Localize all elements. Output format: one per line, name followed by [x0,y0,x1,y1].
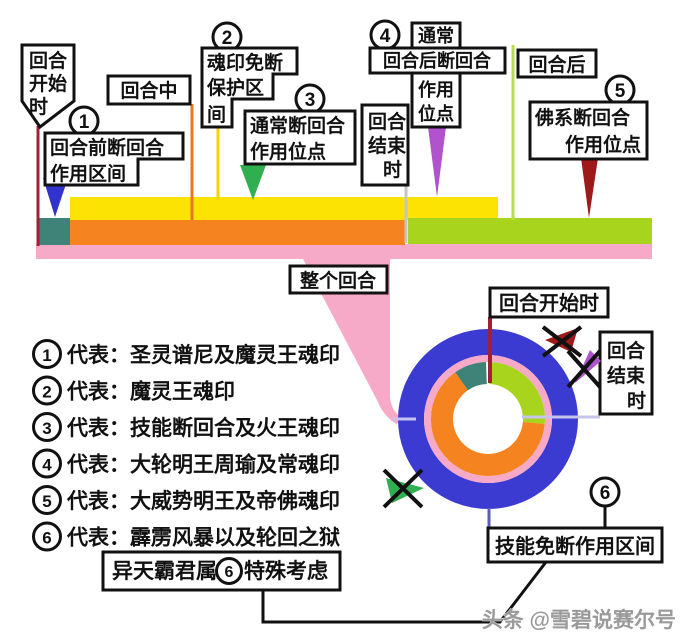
callout-4-bottom-2: 位点 [418,103,454,124]
callout-4-box-vertical [410,21,462,129]
callout-4-mid: 回合后断回合 [383,50,492,71]
x-mark-darkred-2 [541,325,583,358]
num-6: 6 [600,483,611,504]
in-round-bar [70,220,405,245]
round-end-text-3: 时 [383,159,402,181]
round-end-text-1: 回合 [368,110,407,133]
legend-3-text: 代表：技能断回合及火王魂印 [66,416,340,440]
x-mark-green-2 [382,468,424,509]
callout-3-box [243,109,357,166]
legend-6-num: 6 [42,529,51,548]
legend-4-text: 代表：大轮明王周瑜及常魂印 [66,453,340,477]
ring-end-text-2: 结束 [607,364,646,387]
callout-4-bottom-1: 作用 [418,79,454,100]
num-2: 2 [222,28,233,49]
whole-round-flow-shape [303,259,404,424]
callout-2-line-1: 魂印免断 [207,51,283,74]
legend-5-circle [32,485,62,515]
legend: 1 代表：圣灵谱尼及魔灵王魂印 2 代表：魔灵王魂印 3 代表：技能断回合及火王… [32,339,340,552]
special-note-circle [215,557,243,585]
ring-start-label: 回合开始时 [499,291,599,315]
callout-2-line-2: 保护区 [206,76,264,99]
callout-1-line-2: 作用区间 [50,162,126,185]
after-round-label-box [516,48,598,79]
num-1: 1 [79,112,90,133]
ring-end-text-3: 时 [627,390,646,412]
callout-5-line-1: 佛系断回合 [534,106,631,129]
legend-2-circle [32,375,62,406]
callout-3-line-2: 作用位点 [250,140,326,163]
watermark: 头条 @雪碧说赛尔号 [482,608,676,632]
whole-round-label: 整个回合 [300,269,377,292]
special-note-suffix: 特殊考虑 [244,559,328,583]
special-note-connector [261,561,548,624]
marker-1-triangle [43,178,68,217]
after-round-bar [408,218,652,244]
round-end-label-box [360,103,410,187]
whole-round-label-box [288,264,389,295]
legend-4-circle [32,448,62,479]
soulmark-protect-bar [70,197,498,220]
round-start-flag-text-1: 回合 [29,49,68,72]
legend-1-num: 1 [42,346,51,365]
num-5: 5 [615,81,626,102]
special-note-num: 6 [225,564,234,581]
whole-round-bar [36,244,652,259]
legend-3-circle [32,412,62,442]
num-3: 3 [305,90,316,111]
skill-immunity-box [486,526,664,564]
num-4: 4 [380,26,391,47]
marker-5-triangle [581,158,598,218]
legend-5-text: 代表：大威势明王及帝佛魂印 [66,489,340,513]
callout-1-box [43,131,185,187]
in-round-label: 回合中 [120,79,177,102]
round-start-flag-text-2: 开始 [29,72,67,95]
x-mark-purple-2 [566,349,602,389]
legend-3-num: 3 [42,419,51,438]
callout-4-top: 通常 [418,25,454,46]
skill-immunity-label: 技能免断作用区间 [495,534,655,558]
ring-end-text-1: 回合 [607,339,646,362]
marker-4-triangle [428,127,446,197]
ring-start-label-box [488,286,610,319]
legend-2-text: 代表：魔灵王魂印 [66,380,235,404]
callout-5-line-2: 作用位点 [565,133,641,156]
ring-pre-round-arc [455,362,488,391]
callout-5-box [528,100,649,161]
callout-2-box [200,46,299,129]
pre-round-break-segment [38,218,70,245]
legend-6-text: 代表：霹雳风暴以及轮回之狱 [66,526,340,550]
callout-1-line-1: 回合前断回合 [50,136,165,159]
callout-4-box-horizontal [368,46,507,75]
legend-2-num: 2 [42,383,51,402]
legend-1-text: 代表：圣灵谱尼及魔灵王魂印 [66,343,340,367]
ring-end-label-box [598,330,654,416]
ring-in-round-arc [430,372,545,476]
round-end-text-2: 结束 [368,134,407,157]
callout-3-line-1: 通常断回合 [250,114,346,137]
after-round-label: 回合后 [528,53,585,76]
marker-3-triangle [240,165,266,200]
legend-4-num: 4 [42,456,52,475]
legend-5-num: 5 [42,492,51,511]
callout-2-line-3: 间 [207,104,226,126]
special-note-prefix: 异天霸君属 [112,560,217,583]
ring-after-round-arc [488,362,545,424]
legend-6-circle [32,521,62,552]
legend-1-circle [32,339,62,369]
round-start-flag [20,43,76,130]
in-round-label-box [106,74,192,106]
round-start-flag-text-3: 时 [29,96,48,118]
